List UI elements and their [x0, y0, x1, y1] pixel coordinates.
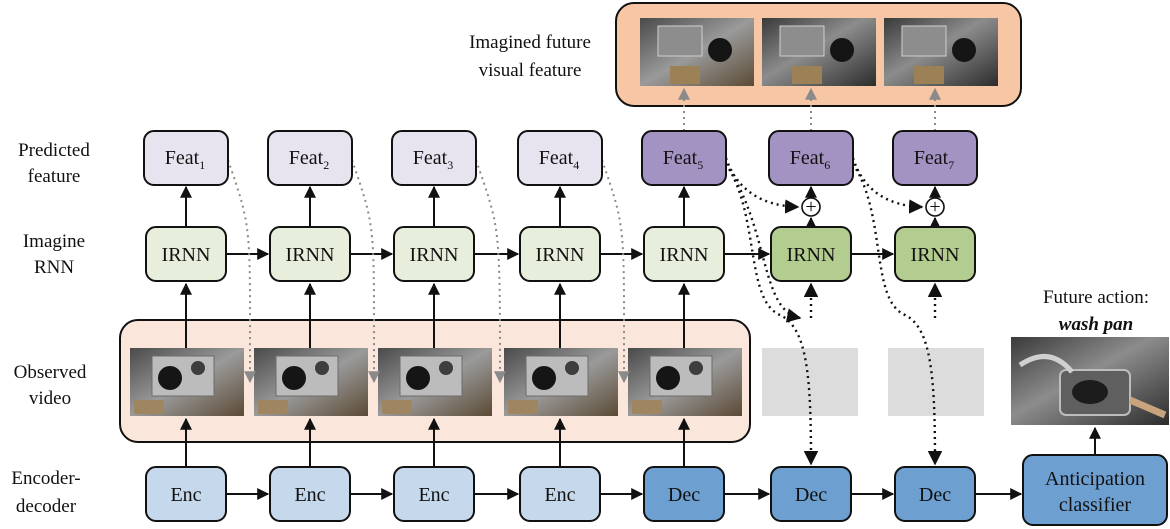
plus-symbol-6: +	[805, 196, 816, 218]
enc-node-4	[519, 466, 601, 522]
irnn-label-1: IRNN	[162, 244, 211, 266]
encdec-label-line2: decoder	[16, 496, 77, 517]
dec-label-5: Dec	[668, 484, 700, 506]
feat-to-frame-edge-1	[227, 159, 257, 384]
irnn-node-5	[643, 226, 725, 282]
observed-frame-5	[628, 348, 742, 416]
encdec-label-line1: Encoder-	[11, 468, 80, 489]
enc-node-2	[269, 466, 351, 522]
imagined-frame-6	[762, 18, 876, 86]
future-frame-placeholders	[762, 348, 984, 416]
enc-node-3	[393, 466, 475, 522]
predicted-label-line1: Predicted	[18, 140, 90, 161]
imagined-label-line2: visual feature	[479, 60, 582, 81]
future-action-name: wash pan	[1059, 314, 1133, 335]
irnn-label-4: IRNN	[536, 244, 585, 266]
feat-label-5: Feat5	[663, 147, 703, 172]
imagined-frame-7	[884, 18, 998, 86]
encoder-decoder-nodes: Enc Enc Enc Enc Dec Dec Dec	[145, 466, 976, 522]
feat-node-2	[267, 130, 353, 186]
irnn-label-2: IRNN	[286, 244, 335, 266]
feat-node-3	[391, 130, 477, 186]
feat6-to-dec7	[852, 163, 943, 466]
plus-node-7	[925, 197, 945, 217]
observed-frame-2	[254, 348, 368, 416]
feat-label-2: Feat2	[289, 147, 329, 172]
irnn-node-7	[894, 226, 976, 282]
observed-frame-4	[504, 348, 618, 416]
plus-symbol-7: +	[929, 196, 940, 218]
dec-node-7	[894, 466, 976, 522]
feat-to-frame-edge-3	[475, 159, 506, 384]
predicted-feature-nodes: Feat1 Feat2 Feat3 Feat4 Feat5 Feat6 Feat7 + +	[143, 130, 978, 218]
imagine-rnn-nodes: IRNN IRNN IRNN IRNN IRNN IRNN IRNN	[145, 226, 976, 282]
classifier-label-line2: classifier	[1059, 494, 1132, 516]
observed-frame-1	[130, 348, 244, 416]
feat-label-3: Feat3	[413, 147, 453, 172]
observed-frame-3	[378, 348, 492, 416]
plus-node-6	[801, 197, 821, 217]
imagined-frames	[640, 18, 998, 86]
feat-label-1: Feat1	[165, 147, 205, 172]
feat5-to-dec6	[725, 163, 819, 466]
feat-node-7	[892, 130, 978, 186]
observed-label-line2: video	[29, 388, 71, 409]
feat-to-frame-edge-2	[351, 159, 381, 384]
irnn-label-5: IRNN	[660, 244, 709, 266]
irnn-label-6: IRNN	[787, 244, 836, 266]
enc-label-2: Enc	[294, 484, 325, 506]
irnn-node-6	[770, 226, 852, 282]
imagine-rnn-label-line1: Imagine	[23, 231, 85, 252]
imagined-frame-5	[640, 18, 754, 86]
observed-frames	[130, 348, 742, 416]
irnn-node-1	[145, 226, 227, 282]
dec-node-5	[643, 466, 725, 522]
enc-label-1: Enc	[170, 484, 201, 506]
future-action-image	[1011, 337, 1169, 425]
predicted-label-line2: feature	[28, 166, 81, 187]
feat-to-frame-edge-4	[601, 159, 631, 384]
feat-label-4: Feat4	[539, 147, 579, 172]
future-placeholder-7	[888, 348, 984, 416]
irnn-node-2	[269, 226, 351, 282]
irnn-label-3: IRNN	[410, 244, 459, 266]
imagined-label-line1: Imagined future	[469, 32, 591, 53]
observed-label-line1: Observed	[14, 362, 87, 383]
future-action-title: Future action:	[1043, 287, 1149, 308]
future-placeholder-6	[762, 348, 858, 416]
feat-node-6	[768, 130, 854, 186]
enc-label-3: Enc	[418, 484, 449, 506]
irnn-label-7: IRNN	[911, 244, 960, 266]
dec-node-6	[770, 466, 852, 522]
feat-node-1	[143, 130, 229, 186]
feat-label-7: Feat7	[914, 147, 954, 172]
classifier-label-line1: Anticipation	[1045, 468, 1145, 490]
enc-node-1	[145, 466, 227, 522]
dec-label-7: Dec	[919, 484, 951, 506]
connections	[180, 87, 1023, 500]
enc-label-4: Enc	[544, 484, 575, 506]
irnn-node-4	[519, 226, 601, 282]
irnn-node-3	[393, 226, 475, 282]
feat-node-5	[641, 130, 727, 186]
feat-label-6: Feat6	[790, 147, 830, 172]
dec-label-6: Dec	[795, 484, 827, 506]
feat-node-4	[517, 130, 603, 186]
imagine-rnn-label-line2: RNN	[34, 257, 74, 278]
